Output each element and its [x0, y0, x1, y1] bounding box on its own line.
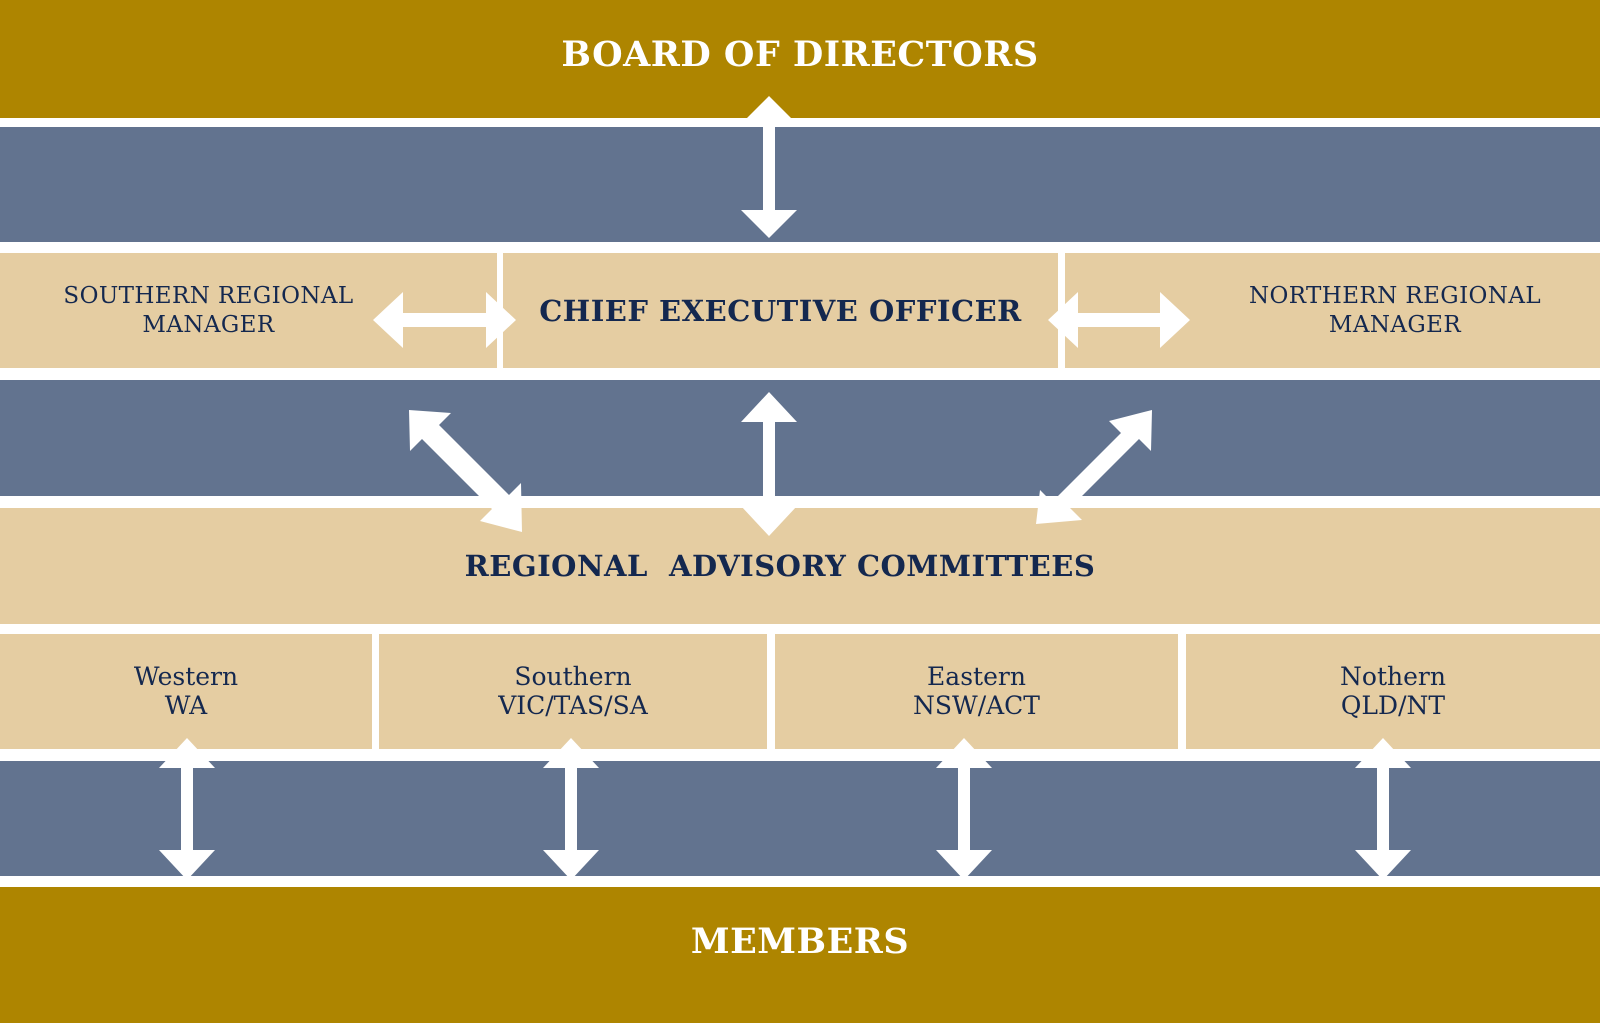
southern-regional-manager-box: SOUTHERN REGIONAL MANAGER [0, 253, 497, 368]
region-eastern-box: Eastern NSW/ACT [775, 634, 1178, 749]
committees-band [0, 508, 1600, 624]
region-eastern-states: NSW/ACT [913, 691, 1040, 720]
northern-regional-manager-box: NORTHERN REGIONAL MANAGER [1065, 253, 1600, 368]
connector-band-3 [0, 761, 1600, 876]
board-of-directors-label: BOARD OF DIRECTORS [561, 33, 1039, 75]
ceo-label: CHIEF EXECUTIVE OFFICER [539, 293, 1022, 328]
region-western-name: Western [133, 662, 239, 691]
committees-label: REGIONAL ADVISORY COMMITTEES [464, 549, 1096, 583]
board-band [0, 0, 1600, 118]
region-southern-name: Southern [514, 662, 632, 691]
region-western-states: WA [164, 691, 208, 720]
region-northern-name: Nothern [1340, 662, 1446, 691]
regional-advisory-committees-label: REGIONAL ADVISORY COMMITTEES [0, 508, 1600, 624]
northern-manager-line2: MANAGER [1328, 311, 1462, 338]
region-northern-box: Nothern QLD/NT [1186, 634, 1600, 749]
connector-band-2 [0, 380, 1600, 496]
connector-band-1 [0, 127, 1600, 242]
region-southern-states: VIC/TAS/SA [498, 691, 648, 720]
southern-manager-line2: MANAGER [142, 311, 275, 338]
members-label: MEMBERS [690, 920, 910, 962]
region-western-box: Western WA [0, 634, 372, 749]
members-band [0, 887, 1600, 1023]
southern-manager-line1: SOUTHERN REGIONAL [63, 282, 354, 309]
region-southern-box: Southern VIC/TAS/SA [379, 634, 767, 749]
region-eastern-name: Eastern [927, 662, 1026, 691]
northern-manager-line1: NORTHERN REGIONAL [1248, 282, 1542, 309]
chief-executive-officer-box: CHIEF EXECUTIVE OFFICER [503, 253, 1058, 368]
region-northern-states: QLD/NT [1340, 691, 1446, 720]
